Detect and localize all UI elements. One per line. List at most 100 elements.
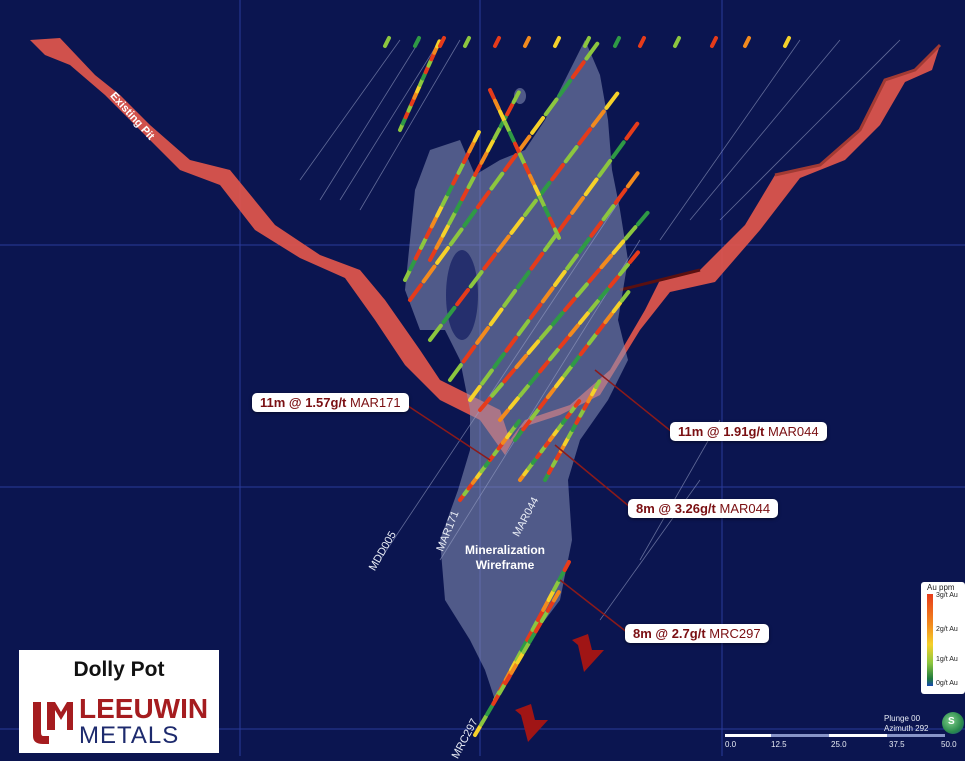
assay-interval (586, 333, 598, 346)
assay-interval (574, 415, 582, 425)
assay-interval (432, 45, 439, 55)
assay-interval (569, 404, 577, 414)
assay-interval (563, 145, 579, 164)
intercept-callout: 8m @ 3.26g/t MAR044 (628, 499, 779, 518)
assay-interval (613, 187, 628, 205)
assay-interval (492, 126, 502, 141)
assay-interval (505, 430, 513, 440)
assay-interval (503, 120, 511, 133)
assay-interval (577, 237, 591, 255)
assay-interval (497, 683, 507, 696)
drillhole-collar (673, 36, 681, 48)
assay-interval (502, 368, 516, 384)
assay-interval (526, 462, 534, 471)
assay-interval (503, 153, 518, 172)
callout-hole: MAR171 (350, 395, 401, 410)
assay-interval (482, 252, 498, 271)
assay-interval (511, 90, 521, 105)
brand-name: LEEUWIN (79, 693, 209, 724)
callout-leaders (404, 369, 673, 634)
assay-interval (578, 343, 590, 357)
assay-interval (597, 158, 613, 178)
assay-interval (545, 386, 557, 400)
assay-interval (406, 103, 413, 113)
assay-interval (538, 359, 550, 374)
assay-interval (538, 195, 546, 208)
assay-interval (595, 322, 606, 335)
assay-interval (530, 456, 539, 465)
assay-interval (548, 347, 560, 362)
assay-interval (423, 65, 430, 75)
drillhole-collar (613, 36, 621, 48)
assay-interval (491, 693, 501, 706)
assay-interval (539, 610, 549, 624)
assay-interval (540, 286, 555, 304)
drillhole-trace (379, 199, 621, 561)
assay-interval (480, 368, 494, 386)
drillhole-trace (299, 39, 401, 181)
assay-interval (529, 251, 545, 271)
assay-interval (543, 439, 552, 448)
assay-interval (419, 237, 428, 250)
assay-interval (403, 269, 412, 282)
intercept-callout: 11m @ 1.57g/t MAR171 (252, 393, 409, 412)
legend-title: Au ppm (927, 583, 955, 592)
callout-grade: 11m @ 1.57g/t (260, 395, 347, 410)
assay-interval (478, 396, 492, 412)
assay-interval (426, 58, 433, 68)
assay-interval (462, 487, 470, 497)
assay-interval (505, 102, 515, 117)
assay-interval (467, 140, 476, 154)
assay-interval (473, 724, 482, 737)
assay-interval (513, 429, 524, 442)
assay-interval (466, 175, 476, 190)
legend-tick: 1g/t Au (936, 656, 958, 663)
assay-interval (558, 335, 570, 350)
assay-interval (598, 286, 610, 301)
assay-interval (550, 310, 565, 327)
assay-interval (563, 296, 577, 312)
drillhole-collar (710, 36, 718, 48)
assay-interval (568, 323, 580, 337)
assay-interval (578, 311, 590, 325)
assay-interval (528, 302, 543, 320)
drillhole-collar (523, 36, 531, 48)
assay-interval (475, 326, 490, 345)
compass-icon (942, 712, 964, 734)
assay-interval (578, 408, 586, 418)
assay-interval (625, 171, 640, 189)
callout-hole: MRC297 (709, 626, 761, 641)
assay-interval (628, 250, 640, 265)
wireframe-label-line2: Wireframe (475, 558, 535, 572)
assay-interval (488, 307, 504, 327)
assay-interval (398, 122, 405, 132)
assay-interval (485, 704, 494, 717)
assay-interval (509, 662, 519, 675)
assay-interval (516, 319, 531, 337)
legend-tick: 3g/t Au (936, 592, 958, 599)
grade-legend: Au ppm 3g/t Au 2g/t Au 1g/t Au 0g/t Au (921, 582, 965, 694)
assay-interval (445, 183, 455, 197)
assay-interval (493, 98, 501, 112)
assay-interval (515, 270, 531, 290)
assay-interval (611, 239, 626, 255)
assay-interval (460, 187, 470, 202)
assay-interval (479, 151, 489, 165)
assay-interval (548, 216, 556, 230)
drillhole-trace (339, 39, 441, 201)
drillhole-collar (438, 36, 446, 48)
callout-grade: 8m @ 3.26g/t (636, 501, 716, 516)
assay-interval (413, 248, 422, 261)
assay-interval (553, 269, 567, 287)
assay-interval (554, 375, 565, 389)
assay-interval (428, 323, 443, 342)
assay-interval (570, 60, 586, 80)
assay-interval (550, 458, 558, 468)
assay-interval (570, 196, 585, 215)
assay-interval (575, 282, 589, 298)
scale-bar-line (725, 734, 945, 737)
callout-hole: MAR044 (719, 501, 771, 516)
assay-interval (565, 410, 573, 420)
assay-interval (554, 450, 562, 461)
assay-interval (562, 560, 571, 572)
